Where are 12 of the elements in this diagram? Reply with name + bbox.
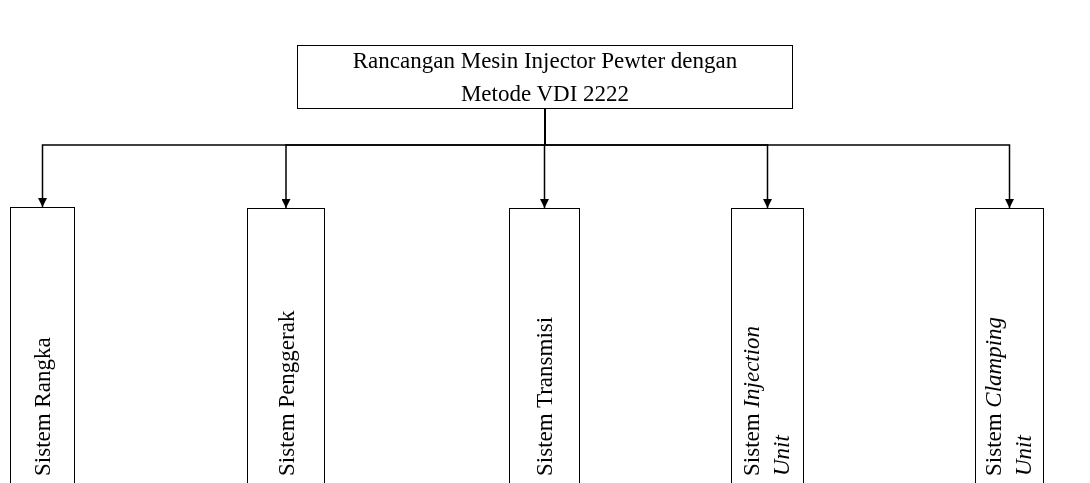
subsystem-box	[509, 208, 580, 483]
subsystem-box	[247, 208, 325, 483]
subsystem-box	[10, 207, 75, 483]
subsystem-box	[975, 208, 1044, 483]
title-box	[297, 45, 793, 109]
box-label: Sistem Injection Unit	[738, 324, 795, 476]
box-label: Sistem Rangka	[29, 336, 56, 476]
subsystem-box	[731, 208, 804, 483]
box-label: Rancangan Mesin Injector Pewter dengan Metode VDI 2222	[351, 46, 739, 108]
box-label: Sistem Clamping Unit	[980, 315, 1037, 476]
box-label: Sistem Penggerak	[272, 309, 300, 476]
box-label: Sistem Transmisi	[531, 315, 558, 476]
